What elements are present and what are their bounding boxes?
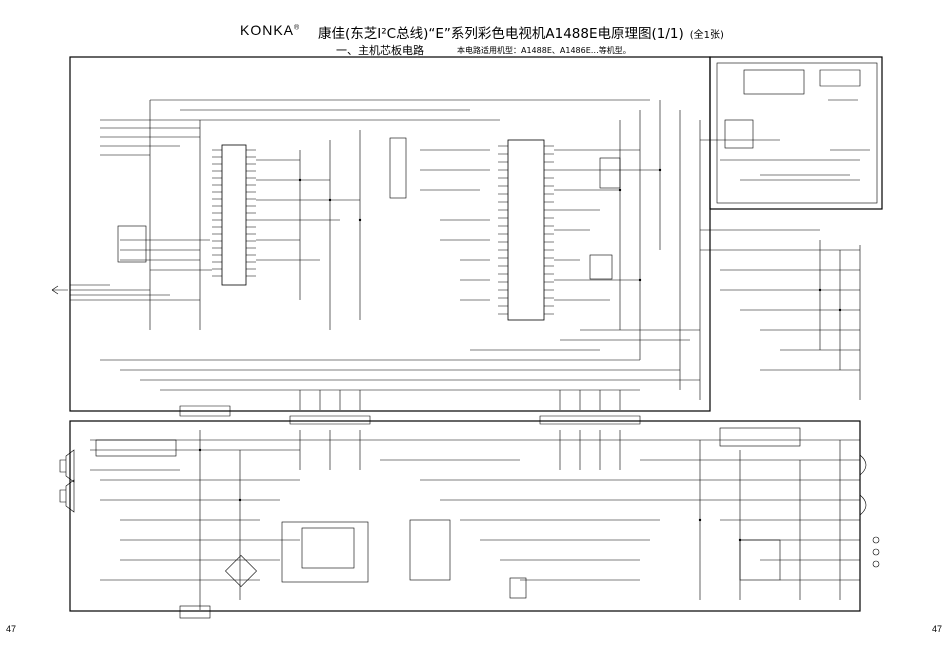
power-ic [281,521,369,583]
crt-board-frame [709,56,883,210]
speaker-left [59,449,75,483]
eeprom-ic [117,225,147,263]
section-heading: 一、主机芯板电路 [336,44,424,57]
title-note: (全1张) [689,30,724,41]
page-number-left: 47 [6,624,17,634]
registered-mark: ® [294,24,301,32]
flyback-transformer [409,519,451,581]
title-text: 康佳(东芝I²C总线)“E”系列彩色电视机A1488E电原理图(1/1) [318,26,684,42]
brand-name: KONKA [240,22,295,38]
models-note: 本电路适用机型：A1488E、A1486E…等机型。 [457,46,631,55]
tuner-module [95,439,177,457]
speaker-right [59,479,75,513]
power-board-frame [69,420,861,612]
page-number-right: 47 [931,624,942,634]
main-ic [507,139,545,321]
mcu-ic [221,144,247,286]
main-board-frame [69,56,711,412]
connector-ic [389,137,407,199]
brand-logo: KONKA® [240,22,300,38]
diagram-title: 康佳(东芝I²C总线)“E”系列彩色电视机A1488E电原理图(1/1) (全1张… [318,22,724,42]
